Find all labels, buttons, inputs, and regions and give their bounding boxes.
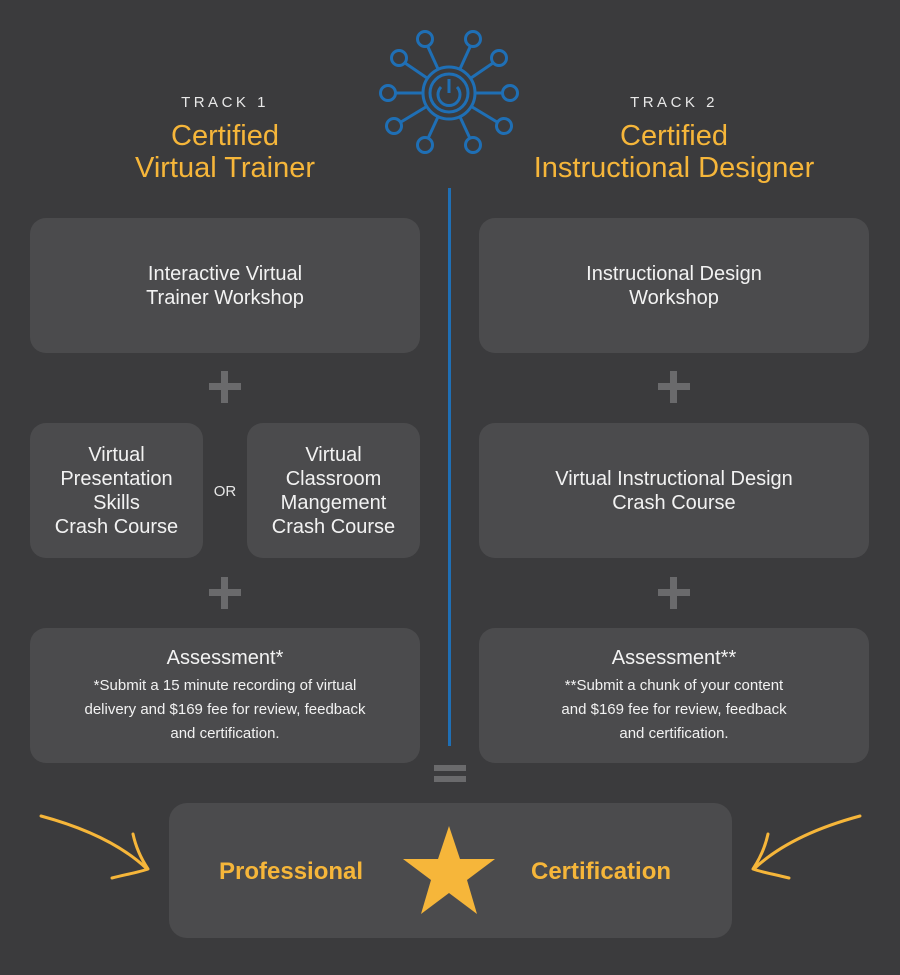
- assessment-title: Assessment**: [611, 646, 737, 669]
- track-divider: [448, 188, 451, 746]
- track1-option-presentation-card: Virtual Presentation Skills Crash Course: [30, 423, 203, 558]
- track1-assessment-card: Assessment* *Submit a 15 minute recordin…: [30, 628, 420, 763]
- star-icon: [403, 826, 495, 914]
- right-arrow-icon: [751, 814, 862, 880]
- network-power-icon: [379, 30, 519, 154]
- plus-icon: [209, 371, 241, 403]
- track1-workshop-card: Interactive Virtual Trainer Workshop: [30, 218, 420, 353]
- track2-assessment-card: Assessment** **Submit a chunk of your co…: [479, 628, 869, 763]
- track2-label: TRACK 2: [630, 94, 718, 111]
- track2-title: Certified Instructional Designer: [533, 120, 815, 184]
- result-word-certification: Certification: [531, 858, 672, 885]
- track1-option-classroom-card: Virtual Classroom Mangement Crash Course: [247, 423, 420, 558]
- left-arrow-icon: [39, 814, 150, 880]
- assessment-title: Assessment*: [166, 646, 284, 669]
- track1-label: TRACK 1: [181, 94, 269, 111]
- plus-icon: [658, 371, 690, 403]
- assessment-text: *Submit a 15 minute recording of virtual…: [84, 676, 366, 742]
- track1-title: Certified Virtual Trainer: [135, 120, 315, 184]
- result-word-professional: Professional: [219, 858, 364, 885]
- track2-workshop-card: Instructional Design Workshop: [479, 218, 869, 353]
- track2-crash-course-card: Virtual Instructional Design Crash Cours…: [479, 423, 869, 558]
- plus-icon: [209, 577, 241, 609]
- plus-icon: [658, 577, 690, 609]
- assessment-text: **Submit a chunk of your content and $16…: [561, 676, 787, 742]
- or-label: OR: [213, 483, 237, 500]
- equals-icon: [434, 763, 466, 783]
